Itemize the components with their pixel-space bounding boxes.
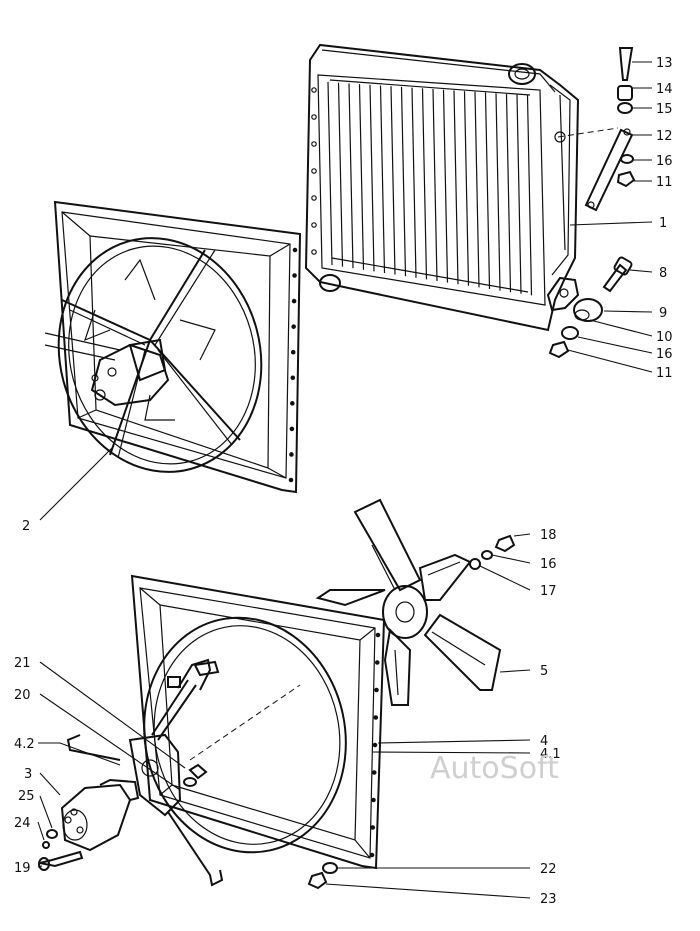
- motor-bracket: [66, 658, 224, 887]
- radiator-fin: [442, 89, 449, 283]
- label-17: 17: [540, 584, 557, 599]
- label-11-mid: 11: [656, 366, 673, 381]
- radiator-fin: [348, 83, 354, 269]
- label-3: 3: [24, 767, 32, 782]
- radiator-fin: [337, 82, 344, 267]
- radiator-fin: [411, 87, 417, 278]
- label-16-fan: 16: [540, 557, 557, 572]
- label-18: 18: [540, 528, 557, 543]
- mounting-hole: [291, 298, 297, 304]
- radiator-fin: [495, 93, 501, 291]
- mounting-hole: [290, 349, 296, 355]
- label-24: 24: [14, 816, 31, 831]
- radiator-side-bolt: [311, 141, 317, 147]
- radiator-fin: [358, 84, 365, 270]
- label-12: 12: [656, 129, 673, 144]
- label-25: 25: [18, 789, 35, 804]
- radiator-fin: [379, 85, 386, 274]
- mounting-hole: [292, 247, 298, 253]
- label-20: 20: [14, 688, 31, 703]
- label-15: 15: [656, 102, 673, 117]
- radiator-side-bolt: [311, 249, 317, 255]
- label-1: 1: [659, 216, 667, 231]
- watermark: AutoSoft: [430, 751, 559, 786]
- mounting-hole: [373, 715, 379, 720]
- label-4-1: 4.1: [540, 747, 561, 762]
- mounting-hole: [289, 426, 295, 432]
- label-13: 13: [656, 56, 673, 71]
- label-4: 4: [540, 734, 548, 749]
- fan-shroud-assembly: [44, 200, 302, 494]
- label-10: 10: [656, 330, 673, 345]
- label-5: 5: [540, 664, 548, 679]
- label-23: 23: [540, 892, 557, 907]
- label-2: 2: [22, 519, 30, 534]
- radiator-side-bolt: [311, 195, 317, 201]
- radiator-fin: [432, 88, 438, 282]
- mounting-hole: [370, 825, 376, 830]
- mounting-hole: [372, 742, 378, 748]
- mounting-hole: [374, 660, 380, 665]
- shroud-lower: [130, 574, 386, 870]
- radiator-fin: [453, 90, 459, 285]
- label-11-top: 11: [656, 175, 673, 190]
- radiator-fin: [474, 91, 480, 288]
- radiator-fin: [505, 93, 512, 293]
- radiator-fin: [484, 92, 491, 290]
- radiator: [304, 43, 580, 332]
- mounting-hardware-bottom: [548, 256, 633, 359]
- mounting-hole: [374, 687, 379, 693]
- label-21: 21: [14, 656, 31, 671]
- lower-small-fasteners: [38, 829, 338, 890]
- label-9: 9: [659, 306, 667, 321]
- radiator-side-bolt: [311, 87, 317, 93]
- mounting-hole: [290, 375, 296, 381]
- fan-blades: [315, 498, 502, 706]
- label-14: 14: [656, 82, 673, 97]
- label-16-top: 16: [656, 154, 673, 169]
- mounting-hole: [292, 273, 297, 278]
- mounting-hole: [288, 477, 294, 483]
- hydraulic-motor: [60, 778, 140, 852]
- radiator-side-bolt: [311, 114, 317, 120]
- mounting-hole: [371, 797, 376, 803]
- label-22: 22: [540, 862, 557, 877]
- radiator-fin: [390, 86, 396, 275]
- label-16-mid: 16: [656, 347, 673, 362]
- part-labels: 13 14 15 12 16 11 1 8 9 10 16 11 2 18 16…: [14, 56, 673, 907]
- mounting-hole: [371, 770, 377, 775]
- radiator-side-bolt: [311, 222, 317, 228]
- radiator-fin: [400, 86, 407, 277]
- mounting-hole: [289, 452, 294, 457]
- label-8: 8: [659, 266, 667, 281]
- radiator-fin: [516, 94, 522, 294]
- mounting-hole: [291, 324, 296, 329]
- mounting-hole: [375, 632, 381, 638]
- radiator-side-bolt: [311, 168, 317, 174]
- leader-lines: [37, 61, 653, 899]
- fan-fasteners: [469, 534, 516, 570]
- mounting-hole: [369, 852, 375, 858]
- label-19: 19: [14, 861, 31, 876]
- label-4-2: 4.2: [14, 737, 35, 752]
- mounting-hardware-top: [557, 47, 636, 212]
- radiator-fin: [421, 88, 428, 280]
- radiator-fin: [526, 95, 533, 296]
- mounting-hole: [290, 401, 295, 406]
- radiator-fin: [327, 81, 333, 266]
- radiator-fin: [463, 91, 470, 286]
- radiator-fin: [369, 84, 375, 272]
